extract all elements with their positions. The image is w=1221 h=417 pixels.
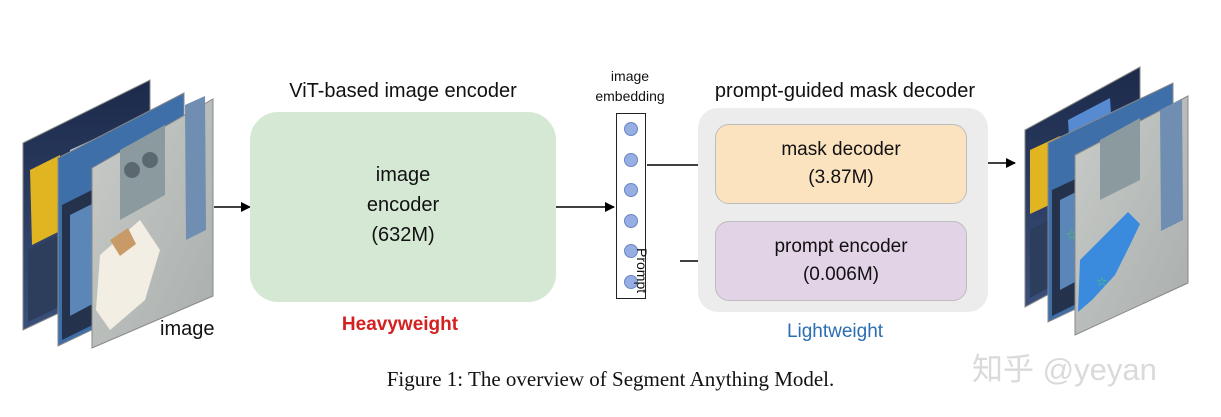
watermark: 知乎 @yeyan	[972, 352, 1157, 387]
encoder-line-1: image	[375, 164, 431, 186]
svg-text:☆: ☆	[1066, 228, 1078, 243]
heavyweight-label: Heavyweight	[341, 314, 459, 335]
svg-text:☆: ☆	[1096, 275, 1108, 290]
embedding-title-line-2: embedding	[595, 88, 665, 104]
mask-decoder-line-2: (3.87M)	[808, 167, 874, 188]
prompt-encoder-box	[715, 221, 967, 301]
encoder-line-2: encoder	[366, 194, 440, 216]
embedding-dot	[624, 244, 638, 258]
prompt-label: Prompt	[634, 248, 650, 294]
embedding-title: image embedding	[580, 66, 680, 106]
mask-decoder-box	[715, 124, 967, 204]
input-image-label: image	[160, 318, 215, 340]
image-encoder-label: image encoder (632M)	[250, 160, 556, 250]
embedding-dot	[624, 152, 638, 167]
input-image-front	[91, 96, 214, 349]
output-mask-stack: ☆ ☆	[1024, 66, 1189, 336]
mask-decoder-label: mask decoder (3.87M)	[715, 136, 967, 192]
embedding-dot	[624, 213, 638, 228]
decoder-title: prompt-guided mask decoder	[714, 80, 976, 102]
lightweight-label: Lightweight	[786, 321, 884, 342]
figure-caption: Figure 1: The overview of Segment Anythi…	[386, 367, 835, 391]
embedding-dot	[624, 183, 638, 197]
image-embedding-column	[616, 113, 646, 299]
encoder-line-3: (632M)	[371, 224, 435, 246]
embedding-dot	[624, 274, 638, 289]
output-image-front: ☆	[1074, 95, 1189, 336]
prompt-encoder-line-2: (0.006M)	[802, 264, 880, 285]
image-encoder-box	[250, 112, 556, 302]
prompt-encoder-line-1: prompt encoder	[774, 236, 908, 257]
encoder-title: ViT-based image encoder	[289, 80, 517, 102]
mask-decoder-line-1: mask decoder	[781, 139, 901, 160]
embedding-title-line-1: image	[610, 68, 650, 84]
embedding-dot	[624, 122, 638, 136]
prompt-encoder-label: prompt encoder (0.006M)	[715, 233, 967, 289]
input-image-stack	[22, 79, 214, 349]
